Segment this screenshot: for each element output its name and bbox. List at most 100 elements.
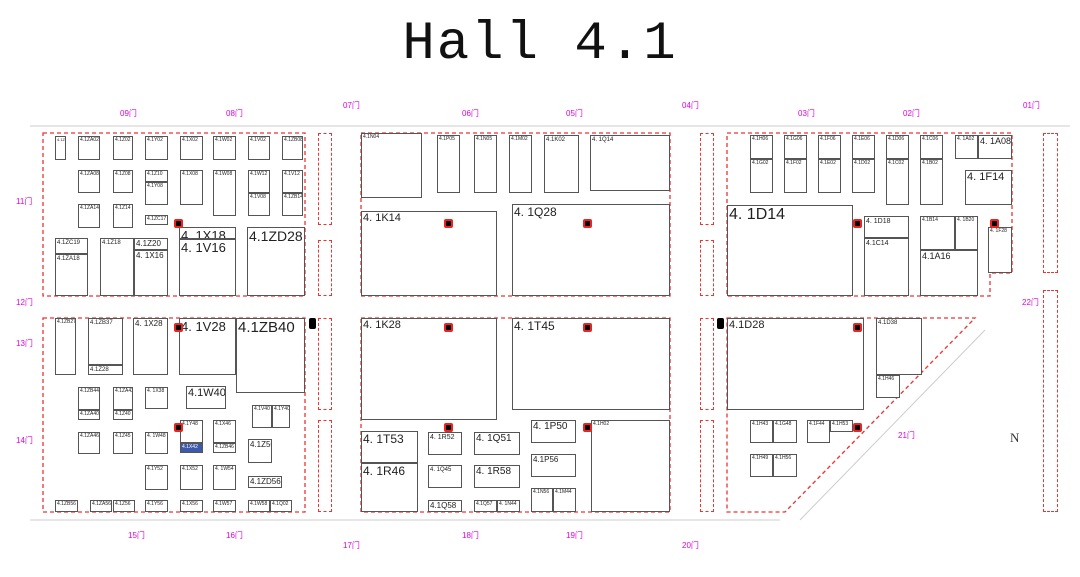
booth[interactable]: 4.1Y48	[180, 420, 203, 443]
booth[interactable]: 4.1E02	[818, 159, 841, 193]
booth[interactable]: 4.1Q02	[270, 500, 292, 512]
booth[interactable]: 4.1C06	[920, 135, 943, 159]
booth[interactable]: 4. 1V28	[179, 318, 236, 375]
booth[interactable]: 4.1C02	[886, 159, 909, 205]
booth[interactable]: 4.1Y08	[145, 182, 168, 205]
booth[interactable]: 4. 1V16	[179, 239, 236, 296]
booth[interactable]: 4.1Z14	[113, 204, 133, 228]
booth[interactable]: 4. 1B20	[955, 216, 978, 250]
booth[interactable]: 4.1ZC17	[145, 215, 168, 225]
booth[interactable]: 4.1W58	[248, 500, 270, 512]
booth[interactable]: 4.1F44	[807, 420, 830, 443]
booth[interactable]: 4.1W57	[213, 500, 236, 512]
booth[interactable]: 4. 1A08	[978, 135, 1012, 159]
booth[interactable]: 4.1ZA42	[113, 387, 133, 410]
booth[interactable]: 4. 1W54	[213, 465, 236, 490]
booth[interactable]: 4.1V12	[282, 170, 303, 193]
booth[interactable]: 4.1F06	[818, 135, 841, 159]
booth[interactable]: 4. 1K14	[361, 211, 497, 296]
booth[interactable]: 4.1V02	[248, 136, 270, 160]
booth[interactable]: 4. 1Q14	[590, 135, 670, 191]
booth[interactable]: 4.1ZA56	[90, 500, 112, 512]
booth[interactable]: 4.1V08	[248, 193, 270, 216]
booth[interactable]: 4.1ZA18	[55, 254, 88, 296]
booth[interactable]: 4.1M02	[509, 135, 532, 193]
booth[interactable]: 4.1D06	[886, 135, 909, 159]
booth[interactable]: 4.1V40	[252, 405, 272, 428]
booth[interactable]: 4.1C14	[864, 238, 909, 296]
booth[interactable]: 4. 1R52	[428, 432, 462, 455]
booth[interactable]: 4.1Z18	[100, 238, 134, 296]
booth[interactable]: 4.1ZA40	[78, 410, 100, 420]
booth[interactable]: 4.1H43	[750, 420, 773, 443]
booth[interactable]: 4.1H06	[750, 135, 773, 159]
booth[interactable]: 4. 1T53	[361, 431, 418, 463]
booth[interactable]: 4.1H02	[591, 420, 670, 512]
booth[interactable]: 4.1X46	[213, 420, 236, 443]
booth[interactable]: 4.1H46	[876, 375, 900, 398]
booth[interactable]: 4.1E06	[852, 135, 875, 159]
booth[interactable]: 4.1W08	[213, 170, 236, 216]
booth[interactable]: 4. 1Q51	[474, 432, 520, 455]
booth[interactable]: 4.1Z28	[88, 365, 123, 375]
booth[interactable]: 4.1ZB27	[55, 318, 76, 375]
booth[interactable]: 4.1X02	[180, 136, 203, 160]
booth[interactable]: 4. 1A02	[955, 135, 978, 159]
booth[interactable]: 4.1ZA14	[78, 204, 100, 228]
booth[interactable]: 4. 1F14	[965, 170, 1012, 205]
booth[interactable]: 4.1G48	[773, 420, 797, 443]
booth[interactable]: 4.1ZB37	[88, 318, 123, 365]
booth[interactable]: 4.1N04	[361, 133, 422, 198]
booth[interactable]: 4.1F02	[784, 159, 807, 193]
booth[interactable]: 4.1ZD28	[247, 227, 305, 296]
booth[interactable]: 4.1W02	[213, 136, 236, 160]
booth[interactable]: 4.1P56	[531, 454, 576, 477]
booth[interactable]: 4.1ZB08	[282, 136, 303, 160]
booth[interactable]: 4.1Z20	[134, 238, 168, 250]
booth[interactable]: 4. 1D18	[864, 216, 909, 238]
booth[interactable]: 4.1Y52	[145, 465, 168, 490]
booth[interactable]: 4.1N05	[474, 135, 497, 193]
booth[interactable]: 4. 1R58	[474, 465, 520, 488]
booth[interactable]: 4.1X56	[180, 500, 203, 512]
booth[interactable]: 4.1X42	[180, 443, 203, 453]
booth[interactable]: 4. 1F28	[988, 227, 1012, 273]
booth[interactable]: 4.1K02	[544, 135, 579, 193]
booth[interactable]: 4.1ZA08	[78, 170, 100, 193]
booth[interactable]: 4.1ZB02	[55, 136, 66, 160]
booth[interactable]: 4.1Q57	[474, 500, 497, 512]
booth[interactable]: 4. 1P50	[531, 420, 576, 443]
booth[interactable]: 4.1Z56	[113, 500, 135, 512]
booth[interactable]: 4.1Z08	[113, 170, 133, 193]
booth[interactable]: 4.1Z45	[113, 432, 133, 454]
booth[interactable]: 4.1H49	[750, 454, 773, 477]
booth[interactable]: 4.1ZA46	[78, 432, 100, 454]
booth[interactable]: 4.1Y40	[272, 405, 290, 428]
booth[interactable]: 4.1B02	[920, 159, 943, 205]
booth[interactable]: 4.1Z50	[248, 439, 272, 463]
booth[interactable]: 4.1ZB56	[55, 500, 78, 512]
booth[interactable]: 4.1Y56	[145, 500, 168, 512]
booth[interactable]: 4.1D28	[727, 318, 864, 410]
booth[interactable]: 4.1D38	[876, 318, 922, 375]
booth[interactable]: 4.1H56	[773, 454, 797, 477]
booth[interactable]: 4.1A16	[920, 250, 978, 296]
booth[interactable]: 4.1W12	[248, 170, 270, 193]
booth[interactable]: 4. 1X18	[179, 227, 236, 239]
booth[interactable]: 4.1ZD56	[248, 476, 282, 488]
booth[interactable]: 4.1ZB44	[78, 387, 100, 410]
booth[interactable]: 4. 1Q45	[428, 465, 462, 488]
booth[interactable]: 4.1X08	[180, 170, 203, 205]
booth[interactable]: 4. 1Q28	[512, 204, 670, 296]
booth[interactable]: 4.1P05	[437, 135, 460, 193]
booth[interactable]: 4.1M44	[553, 488, 576, 512]
booth[interactable]: 4.1G02	[750, 159, 773, 193]
booth[interactable]: 4.1Y02	[145, 136, 168, 160]
booth[interactable]: 4.1H53	[830, 420, 853, 432]
booth[interactable]: 4. 1X28	[133, 318, 168, 375]
booth[interactable]: 4. 1R46	[361, 463, 418, 512]
booth[interactable]: 4. 1X16	[134, 250, 168, 296]
booth[interactable]: 4. 1D14	[727, 205, 853, 296]
booth[interactable]: 4.1ZB40	[236, 318, 305, 393]
booth[interactable]: 4.1ZB46	[213, 443, 236, 453]
